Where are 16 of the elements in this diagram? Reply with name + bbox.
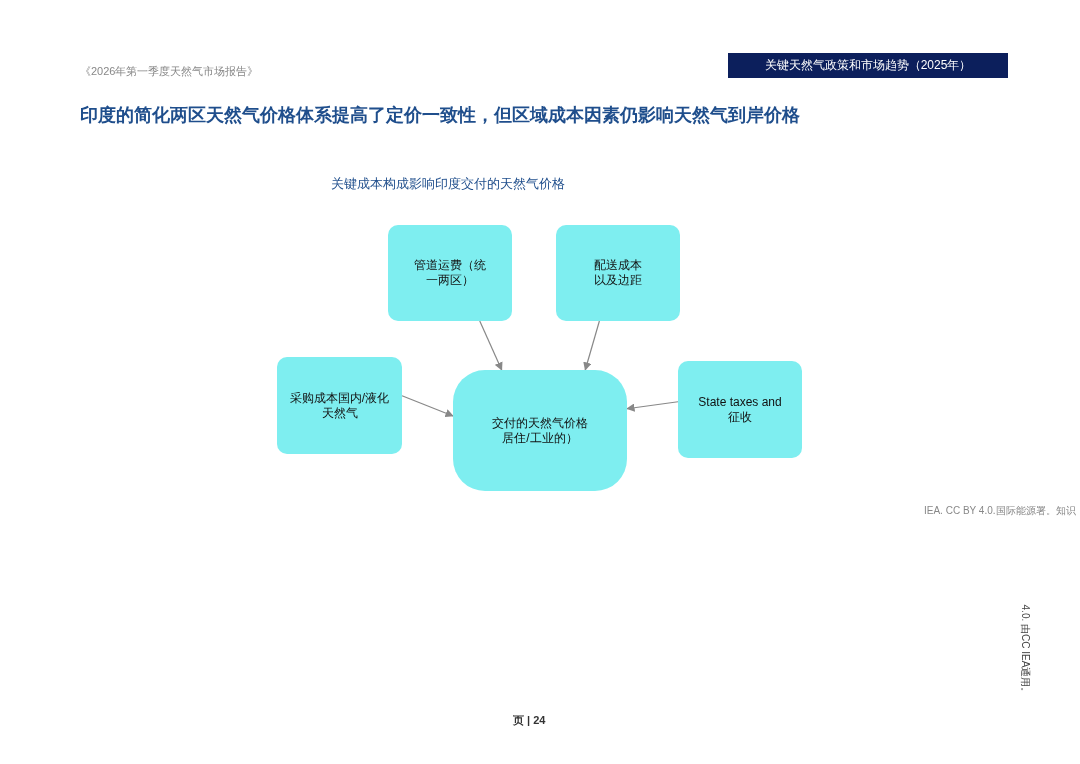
chart-title: 关键成本构成影响印度交付的天然气价格 [331,175,565,193]
cost-box: 管道运费（统一两区） [388,225,512,321]
page-title: 印度的简化两区天然气价格体系提高了定价一致性，但区域成本因素仍影响天然气到岸价格 [80,104,800,127]
report-name: 《2026年第一季度天然气市场报告》 [80,64,259,79]
price-box: 交付的天然气价格居住/工业的） [453,370,627,491]
source-note: IEA. CC BY 4.0.国际能源署。知识 [924,504,1076,518]
arrow [479,320,503,371]
cost-box: 采购成本国内/液化天然气 [277,357,402,454]
arrow [583,320,600,371]
page-number: 页 | 24 [513,713,546,728]
cost-box: State taxes and 征收 [678,361,802,458]
header-band: 关键天然气政策和市场趋势（2025年） [728,53,1008,78]
cost-box: 配送成本以及边距 [556,225,680,321]
arrow [626,401,679,412]
license-note: 4.0. 由CC IEA通用。 [1019,603,1031,700]
arrow [401,395,454,418]
